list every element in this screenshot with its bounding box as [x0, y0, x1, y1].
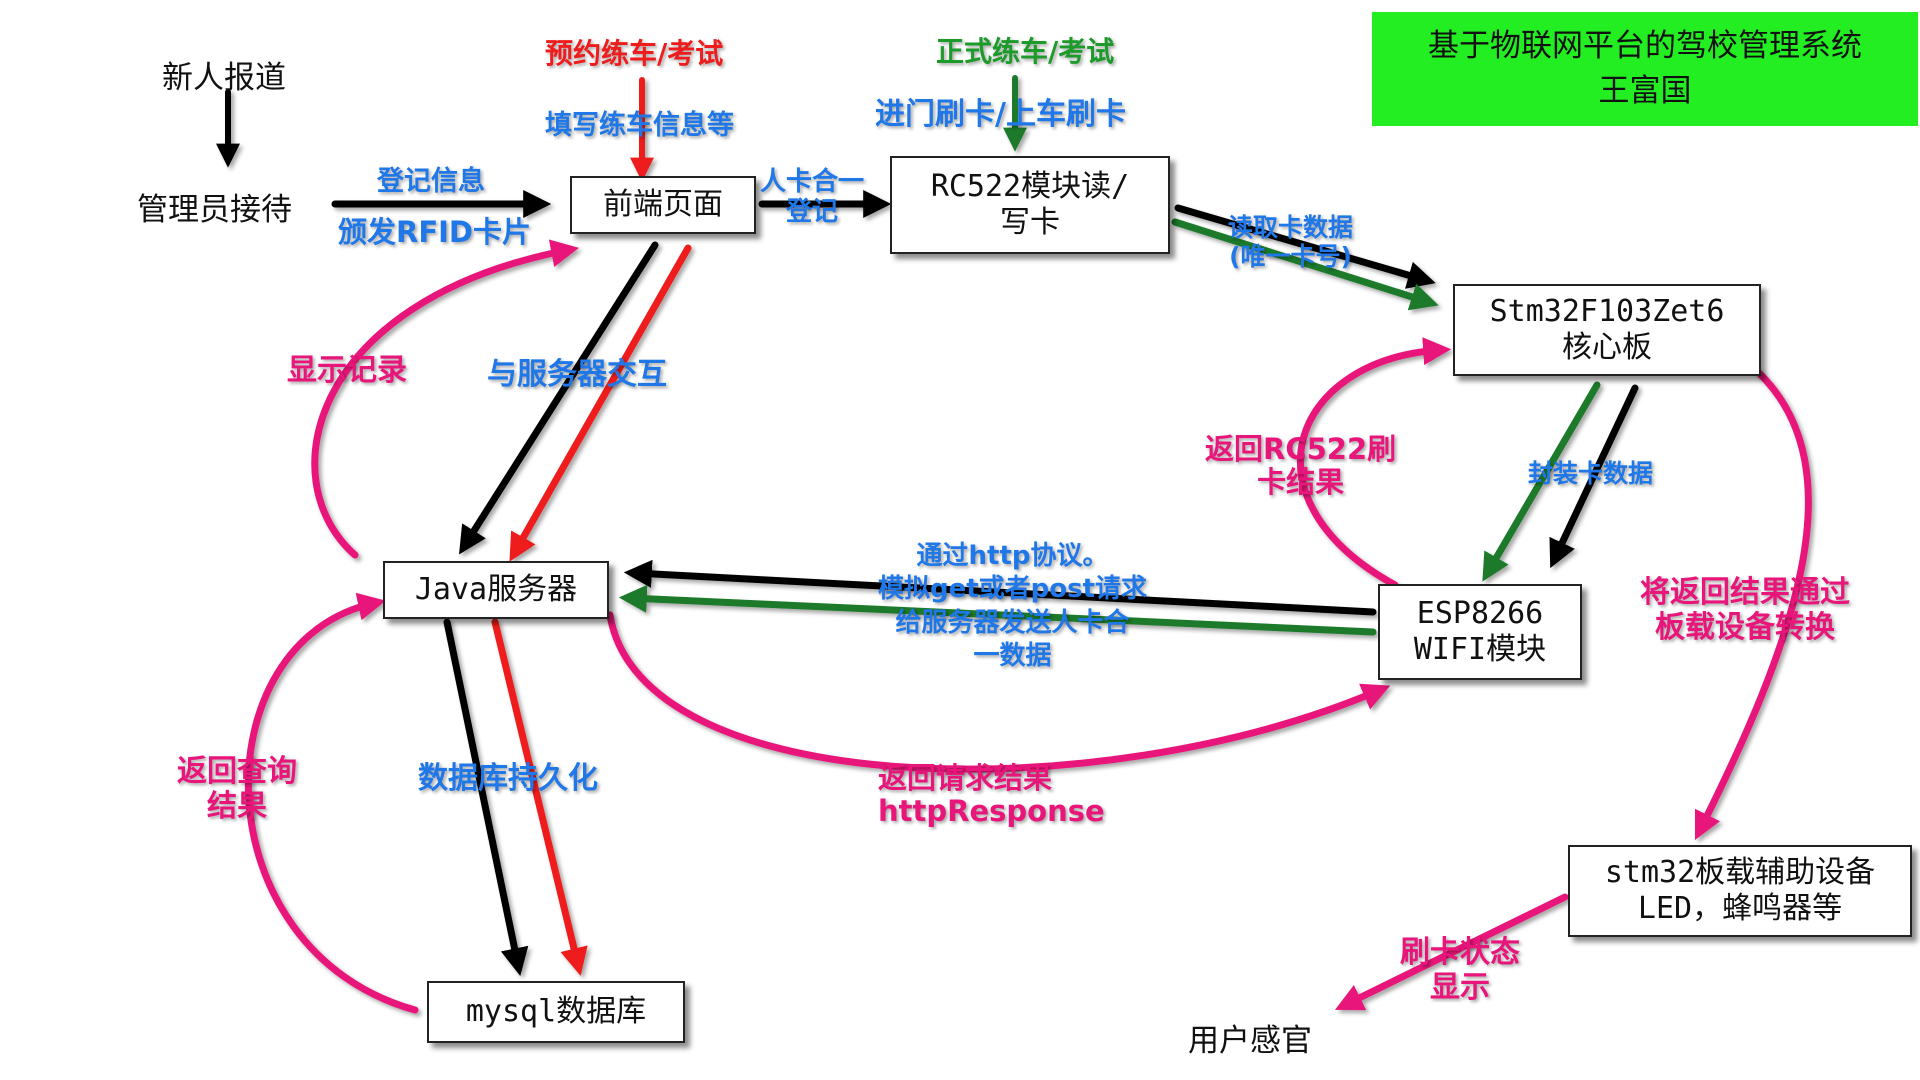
- arrow-mysql-to-java-pink: [244, 592, 419, 1014]
- arrow-stm32-to-esp-black: [1549, 384, 1639, 569]
- arrow-frontend-to-java-red: [509, 244, 692, 562]
- node-stm32: Stm32F103Zet6 核心板: [1453, 284, 1761, 376]
- node-stm32-line1: Stm32F103Zet6: [1489, 294, 1725, 329]
- node-java-server: Java服务器: [383, 561, 609, 619]
- arrow-rc522-to-stm32-black: [1174, 204, 1436, 289]
- label-person-card-line2: 登记: [786, 196, 839, 227]
- label-card-status-line2: 显示: [1430, 969, 1490, 1005]
- label-card-status-line1: 刷卡状态: [1400, 935, 1520, 970]
- label-read-card-line1: 读取卡数据: [1228, 213, 1354, 242]
- node-mysql-label: mysql数据库: [465, 994, 647, 1029]
- label-http-send-line3: 给服务器发送人卡合: [895, 607, 1130, 638]
- node-user-sense: 用户感官: [1188, 1023, 1312, 1059]
- label-http-send-line1: 通过http协议。: [916, 541, 1109, 571]
- label-return-rc522-line1: 返回RC522刷: [1205, 432, 1397, 466]
- node-mysql: mysql数据库: [427, 981, 685, 1043]
- arrow-esp-to-java-black: [623, 559, 1377, 616]
- title-author: 王富国: [1598, 73, 1692, 109]
- node-java-server-label: Java服务器: [414, 572, 578, 607]
- label-register-info: 登记信息: [377, 166, 485, 197]
- label-server-interact: 与服务器交互: [487, 357, 667, 392]
- label-show-record: 显示记录: [287, 353, 407, 388]
- arrow-esp-to-java-green: [618, 584, 1377, 636]
- label-return-response-line2: httpResponse: [878, 794, 1105, 829]
- arrow-frontend-to-java-black: [459, 241, 659, 555]
- arrow-java-to-mysql-red: [491, 618, 588, 976]
- label-http-send: 通过http协议。 模拟get或者post请求 给服务器发送人卡合 一数据: [878, 540, 1147, 673]
- label-formal: 正式练车/考试: [936, 35, 1115, 68]
- node-rc522: RC522模块读/ 写卡: [890, 156, 1170, 254]
- arrow-stm32-to-aux-pink: [1694, 368, 1812, 841]
- node-admin: 管理员接待: [137, 192, 292, 228]
- label-return-via-board-line2: 板载设备转换: [1655, 609, 1835, 645]
- node-stm32-aux: stm32板载辅助设备 LED，蜂鸣器等: [1568, 845, 1912, 937]
- node-esp8266-line1: ESP8266: [1416, 596, 1544, 631]
- node-new-person: 新人报道: [162, 60, 286, 96]
- arrow-esp-to-stm32-pink: [1297, 337, 1452, 589]
- node-esp8266-line2: WIFI模块: [1413, 632, 1547, 667]
- node-stm32-aux-line1: stm32板载辅助设备: [1604, 855, 1876, 890]
- label-read-card: 读取卡数据 (唯一卡号): [1228, 213, 1354, 272]
- arrow-stm32-to-esp-green: [1482, 381, 1601, 582]
- node-stm32-line2: 核心板: [1562, 330, 1652, 365]
- label-issue-rfid: 颁发RFID卡片: [338, 215, 532, 249]
- arrow-java-to-mysql-black: [443, 618, 529, 976]
- label-return-rc522: 返回RC522刷 卡结果: [1205, 432, 1397, 500]
- label-persist: 数据库持久化: [418, 761, 598, 796]
- node-frontend: 前端页面: [570, 176, 756, 234]
- label-return-rc522-line2: 卡结果: [1257, 465, 1345, 500]
- node-rc522-line2: 写卡: [1000, 205, 1060, 240]
- title-main: 基于物联网平台的驾校管理系统: [1428, 28, 1862, 65]
- node-stm32-aux-line2: LED，蜂鸣器等: [1637, 891, 1843, 926]
- label-return-via-board-line1: 将返回结果通过: [1640, 575, 1850, 610]
- label-person-card-line1: 人卡合一: [760, 167, 865, 197]
- label-reserve: 预约练车/考试: [545, 37, 724, 70]
- label-return-query-line2: 结果: [207, 788, 267, 824]
- label-card-status: 刷卡状态 显示: [1400, 935, 1520, 1005]
- arrow-rc522-to-stm32-green: [1171, 218, 1439, 311]
- label-return-via-board: 将返回结果通过 板载设备转换: [1640, 575, 1850, 645]
- arrow-aux-to-user-pink: [1334, 893, 1569, 1011]
- label-fill-info: 填写练车信息等: [545, 110, 734, 141]
- label-person-card: 人卡合一 登记: [760, 167, 865, 228]
- label-return-response: 返回请求结果 httpResponse: [878, 761, 1105, 829]
- label-http-send-line2: 模拟get或者post请求: [878, 574, 1148, 605]
- node-esp8266: ESP8266 WIFI模块: [1378, 584, 1582, 680]
- label-read-card-line2: (唯一卡号): [1229, 241, 1352, 271]
- node-rc522-line1: RC522模块读/: [930, 169, 1130, 204]
- label-return-response-line1: 返回请求结果: [878, 761, 1053, 795]
- label-card-entry: 进门刷卡/上车刷卡: [875, 97, 1126, 132]
- arrow-java-to-esp-pink: [606, 611, 1391, 773]
- label-http-send-line4: 一数据: [973, 640, 1052, 671]
- node-frontend-label: 前端页面: [603, 187, 723, 222]
- title-box: 基于物联网平台的驾校管理系统 王富国: [1372, 12, 1918, 126]
- arrow-java-to-frontend-pink: [311, 239, 579, 559]
- label-return-query: 返回查询 结果: [177, 754, 297, 824]
- label-return-query-line1: 返回查询: [177, 754, 297, 789]
- label-pack-data: 封装卡数据: [1528, 459, 1654, 488]
